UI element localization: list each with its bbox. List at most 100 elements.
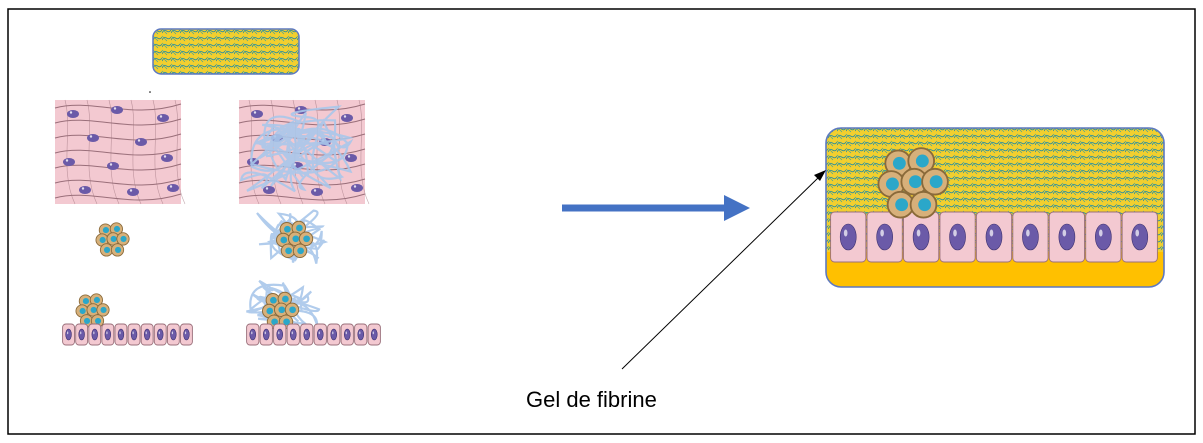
- nucleus: [251, 110, 263, 118]
- tumor-cell-nucleus: [99, 236, 106, 244]
- adhered-cluster-right-icon: [246, 279, 381, 346]
- nucleus: [157, 114, 169, 122]
- tumor-cell-nucleus: [909, 175, 922, 189]
- cell-nucleus: [1131, 223, 1149, 251]
- nucleus: [341, 114, 353, 122]
- callout-label-gel: Gel de fibrine: [526, 387, 657, 412]
- cell-nucleus: [1095, 223, 1112, 251]
- nucleus: [111, 106, 123, 114]
- tumor-cell-nucleus: [285, 247, 292, 255]
- tumor-cluster-in-fibrin-icon: [256, 209, 329, 264]
- right-arrow-icon: [562, 195, 750, 221]
- tumor-cell-nucleus: [929, 175, 943, 189]
- tumor-cell-nucleus: [94, 317, 102, 324]
- tumor-cell-nucleus: [82, 298, 90, 305]
- tumor-cell-nucleus: [79, 307, 86, 315]
- cell-nucleus: [130, 328, 138, 341]
- cell-nucleus: [249, 328, 257, 341]
- fibrin-strands: [239, 105, 355, 193]
- tumor-cell-nucleus: [280, 236, 288, 244]
- cell-nucleus: [1022, 223, 1039, 251]
- tumor-cell-nucleus: [918, 198, 932, 212]
- nucleus: [167, 184, 179, 192]
- cell-nucleus: [949, 223, 966, 251]
- tumor-cell-nucleus: [271, 318, 278, 326]
- tumor-cell-nucleus: [114, 246, 122, 253]
- cell-nucleus: [276, 328, 284, 341]
- cell-nucleus: [65, 328, 72, 341]
- cell-nucleus: [876, 223, 893, 251]
- tumor-cell-nucleus: [303, 235, 310, 243]
- tumor-cell-nucleus: [278, 306, 286, 314]
- nucleus: [87, 134, 99, 142]
- tumor-cell-nucleus: [120, 235, 127, 242]
- cell-nucleus: [104, 328, 112, 341]
- cell-nucleus: [157, 328, 164, 341]
- nucleus: [263, 186, 275, 194]
- cell-nucleus: [316, 328, 324, 341]
- cell-nucleus: [343, 328, 351, 341]
- tumor-cell-nucleus: [895, 198, 909, 212]
- cell-nucleus: [183, 328, 190, 341]
- cell-nucleus: [303, 328, 311, 341]
- gel-culture-illustration: [825, 127, 1165, 288]
- nucleus: [135, 138, 147, 146]
- cell-nucleus: [289, 328, 297, 341]
- tumor-cell-nucleus: [100, 306, 107, 313]
- cell-nucleus: [262, 328, 270, 341]
- cell-nucleus: [143, 328, 151, 341]
- tumor-cell-nucleus: [297, 247, 304, 255]
- cell-nucleus: [1058, 223, 1076, 251]
- fibrin-gel-block-small: [152, 28, 300, 75]
- cell-nucleus: [91, 328, 98, 341]
- gel-border: [825, 127, 1165, 288]
- tumor-cell-nucleus: [886, 177, 899, 191]
- nucleus: [311, 188, 323, 196]
- tumor-cell-nucleus: [90, 306, 97, 313]
- tumor-cell-nucleus: [283, 318, 290, 326]
- nucleus: [127, 188, 139, 196]
- tissue-panel-right-with-fibrin: [238, 99, 370, 205]
- cell-nucleus: [839, 223, 857, 251]
- adhered-cluster-left-icon: [62, 293, 193, 346]
- tumor-cell-nucleus: [102, 227, 110, 234]
- callout-pointer: [621, 170, 826, 370]
- tumor-cell-nucleus: [266, 307, 274, 315]
- nucleus: [67, 110, 79, 118]
- tumor-cell-nucleus: [93, 296, 101, 304]
- cell-nucleus: [78, 328, 85, 341]
- cell-nucleus: [357, 328, 365, 341]
- nucleus: [79, 186, 91, 194]
- cell-nucleus: [117, 328, 125, 341]
- tumor-cell-cluster-icon: [95, 222, 130, 257]
- cell-nucleus: [170, 328, 177, 341]
- small-scenes: [62, 209, 381, 346]
- tumor-cell-nucleus: [282, 295, 289, 303]
- tumor-cell-nucleus: [292, 235, 300, 243]
- nucleus: [351, 184, 363, 192]
- cell-monolayer-large: [830, 211, 1158, 263]
- tumor-cell-nucleus: [289, 306, 296, 314]
- tumor-cell-cluster-large: [877, 147, 949, 219]
- dot-mark: [149, 91, 151, 93]
- tumor-cell-nucleus: [270, 296, 277, 304]
- nucleus: [107, 162, 119, 170]
- nucleus: [345, 154, 357, 162]
- tumor-cell-nucleus: [113, 225, 121, 233]
- cell-nucleus: [985, 223, 1003, 251]
- cell-nucleus: [370, 328, 378, 341]
- tumor-cell-nucleus: [83, 317, 91, 324]
- tumor-cell-nucleus: [284, 225, 291, 233]
- cell-nucleus: [912, 223, 930, 251]
- nucleus: [63, 158, 75, 166]
- tumor-cell-nucleus: [892, 156, 906, 170]
- cell-nucleus: [330, 328, 338, 341]
- nucleus: [161, 154, 173, 162]
- tumor-cell-nucleus: [915, 154, 929, 168]
- tumor-cell-nucleus: [103, 246, 111, 253]
- tumor-cell-nucleus: [296, 224, 303, 232]
- tissue-panel-left: [54, 99, 186, 205]
- tumor-cell-nucleus: [110, 235, 117, 242]
